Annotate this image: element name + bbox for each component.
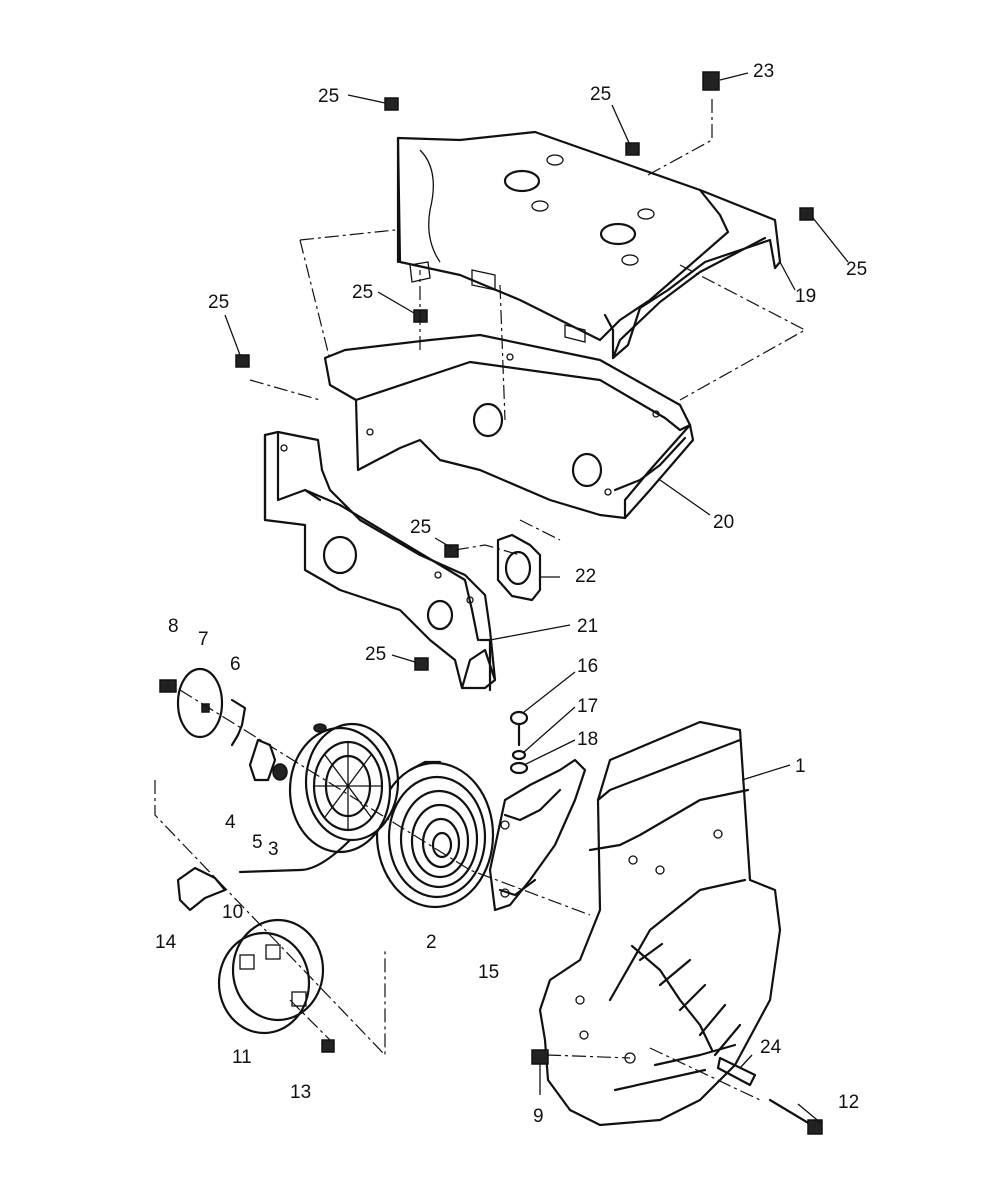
part-13-screw xyxy=(321,1039,335,1053)
callout-11: 11 xyxy=(232,1047,252,1068)
part-22-gasket xyxy=(496,533,542,602)
callout-23: 23 xyxy=(753,61,774,82)
part-10-starter-rope xyxy=(238,838,352,874)
part-16-bolt xyxy=(509,710,529,747)
callout-25: 25 xyxy=(590,84,611,105)
callout-2: 2 xyxy=(426,932,437,953)
part-17-lockwasher xyxy=(511,749,527,761)
callout-10: 10 xyxy=(222,902,243,923)
callout-25: 25 xyxy=(410,517,431,538)
callout-12: 12 xyxy=(838,1092,859,1113)
callout-9: 9 xyxy=(533,1106,544,1127)
part-3-recoil-pulley xyxy=(288,722,400,854)
part-7-disc xyxy=(176,667,224,739)
callout-6: 6 xyxy=(230,654,241,675)
part-20-middle-shroud xyxy=(323,333,695,520)
callout-22: 22 xyxy=(575,566,596,587)
part-4-pawl xyxy=(248,738,277,782)
part-8-nut xyxy=(159,679,177,693)
callout-19: 19 xyxy=(795,286,816,307)
callout-17: 17 xyxy=(577,696,598,717)
callout-25: 25 xyxy=(208,292,229,313)
part-21-side-baffle xyxy=(263,430,497,692)
part-5-spring xyxy=(272,763,288,781)
callout-7: 7 xyxy=(198,629,209,650)
callout-3: 3 xyxy=(268,839,279,860)
callout-24: 24 xyxy=(760,1037,782,1058)
callout-25: 25 xyxy=(365,644,386,665)
callout-20: 20 xyxy=(713,512,734,533)
callout-5: 5 xyxy=(252,832,263,853)
part-18-washer xyxy=(509,761,529,775)
part-19-upper-shroud xyxy=(396,130,782,360)
part-25-screws xyxy=(235,97,814,671)
part-9-plug xyxy=(531,1049,549,1065)
part-14-handle xyxy=(176,866,227,912)
callout-16: 16 xyxy=(577,656,598,677)
callout-14: 14 xyxy=(155,932,177,953)
leader-lines xyxy=(224,72,849,1125)
part-2-recoil-spring xyxy=(375,760,495,909)
assembly-lines xyxy=(154,95,807,1101)
callout-18: 18 xyxy=(577,729,598,750)
part-6-clip xyxy=(230,698,247,747)
callout-21: 21 xyxy=(577,616,598,637)
callout-8: 8 xyxy=(168,616,179,637)
part-1-blower-housing xyxy=(538,720,782,1127)
part-15-bracket xyxy=(488,758,587,912)
callout-25: 25 xyxy=(352,282,373,303)
part-23-screw xyxy=(702,71,720,91)
callout-4: 4 xyxy=(225,812,236,833)
part-11-screen-guard xyxy=(217,918,325,1035)
part-12-bolt xyxy=(768,1098,823,1135)
callout-1: 1 xyxy=(795,756,806,777)
callout-25: 25 xyxy=(846,259,867,280)
callout-15: 15 xyxy=(478,962,499,983)
callout-labels: 25 25 23 25 19 25 25 20 25 22 21 25 8 7 … xyxy=(155,61,867,1127)
callout-25: 25 xyxy=(318,86,339,107)
callout-13: 13 xyxy=(290,1082,311,1103)
part-24-clamp xyxy=(716,1056,757,1087)
